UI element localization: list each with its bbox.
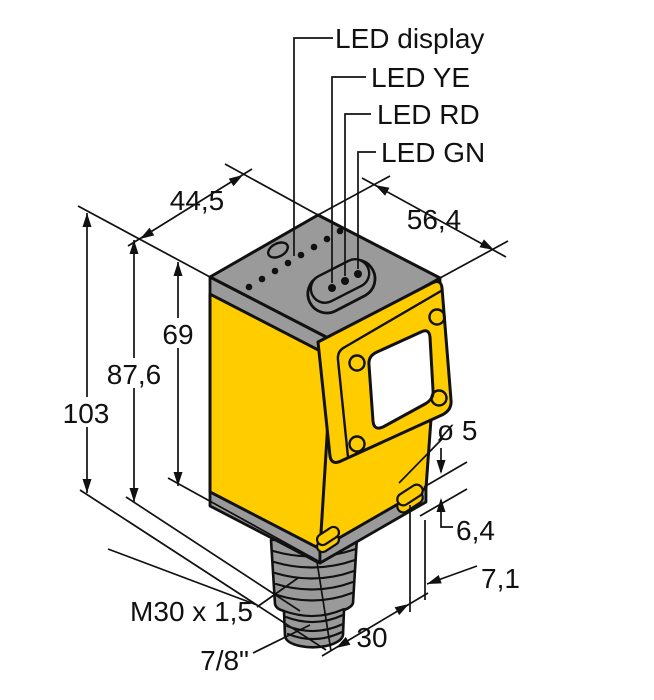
hole-dia-leader	[398, 437, 444, 484]
bezel-screw-icon	[428, 308, 446, 326]
bezel-screw-icon	[348, 435, 366, 453]
mounting-slot	[315, 525, 341, 554]
bezel-screw-icon	[430, 389, 448, 407]
callout-led-gn: LED GN	[381, 137, 485, 168]
mounting-slot	[396, 483, 424, 514]
callout-led-display: LED display	[335, 23, 484, 54]
led-pad	[306, 258, 377, 315]
lens-window	[367, 329, 435, 430]
dim-mounting-thread: M30 x 1,5	[130, 596, 253, 627]
led-display-dots	[245, 227, 344, 291]
arrowheads	[82, 175, 494, 648]
lens-bezel	[316, 280, 453, 464]
top-vent-oval	[266, 241, 290, 259]
dim-hole-offset: 6,4	[456, 515, 495, 546]
sensor-housing	[208, 213, 453, 565]
led-gn-dot	[354, 270, 362, 278]
thread-connector-m30	[269, 535, 359, 649]
qd-leader	[252, 624, 311, 654]
led-rd-leader	[344, 113, 371, 276]
label-backgrounds	[58, 318, 200, 427]
dim-thread-height: 87,6	[107, 359, 162, 390]
dim-body-height: 69	[162, 319, 193, 350]
led-ye-dot	[328, 284, 336, 292]
led-rd-dot	[341, 277, 349, 285]
dim-face-offset: 7,1	[481, 563, 520, 594]
dim-top-width: 44,5	[170, 185, 225, 216]
callout-led-ye: LED YE	[371, 62, 470, 93]
dim-thread-od: 30	[356, 622, 387, 653]
dim-hole-dia: ø 5	[437, 415, 477, 446]
callout-led-rd: LED RD	[377, 99, 480, 130]
m30-leader	[256, 577, 299, 608]
led-ye-leader	[331, 76, 366, 283]
bezel-screw-icon	[348, 354, 366, 372]
dim-top-depth: 56,4	[407, 204, 462, 235]
dim-qd-connector: 7/8"	[200, 645, 249, 676]
labels: LED display LED YE LED RD LED GN 44,5 56…	[63, 23, 520, 676]
dim-total-height: 103	[63, 398, 110, 429]
led-gn-leader	[357, 151, 376, 269]
led-display-leader	[293, 37, 333, 256]
